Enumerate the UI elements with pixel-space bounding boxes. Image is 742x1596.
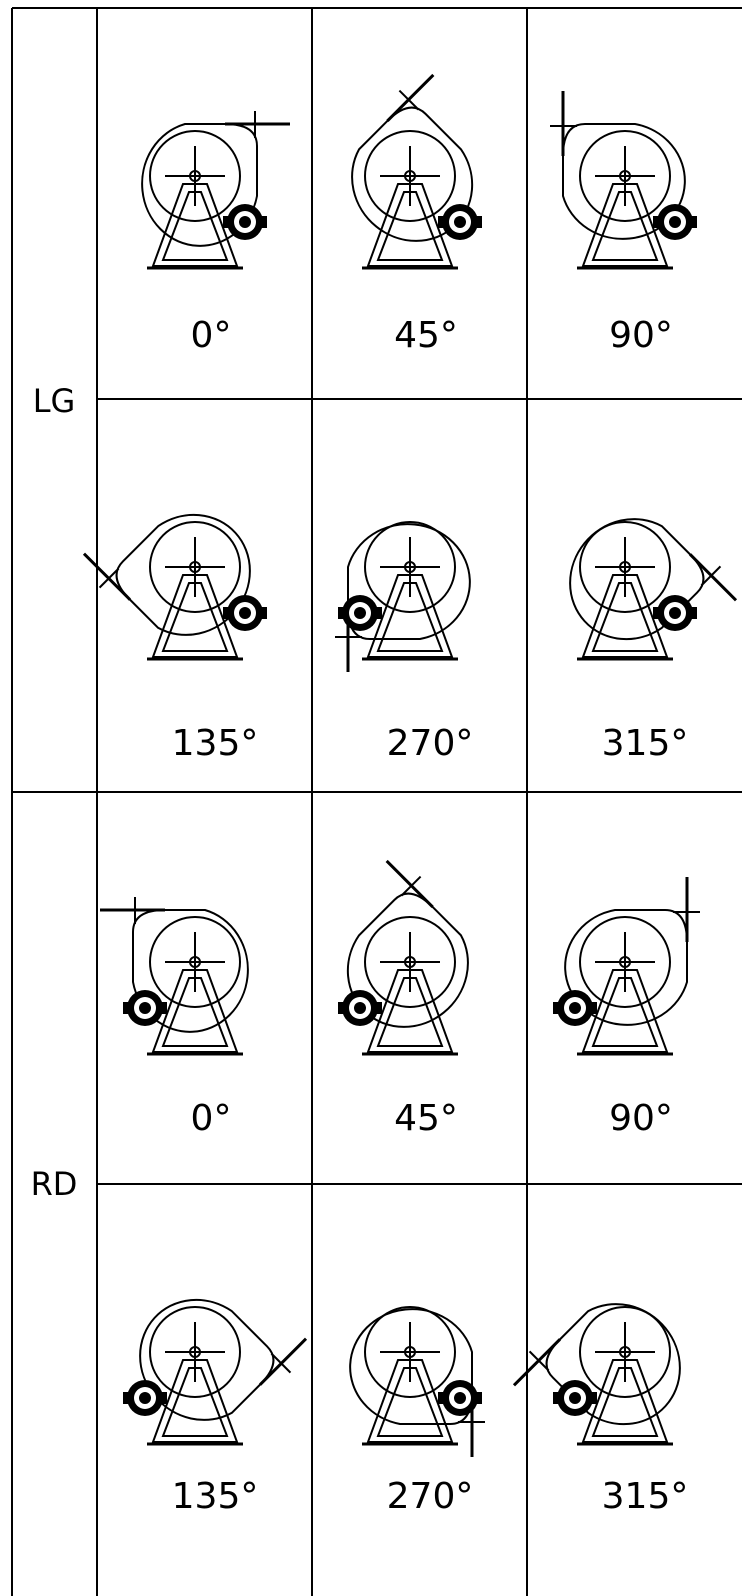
stand-frame [581, 1359, 669, 1443]
angle-label: 45° [394, 1098, 458, 1139]
fan-drawing [351, 73, 482, 270]
fan-drawing [569, 518, 738, 661]
motor-icon [653, 595, 697, 631]
angle-label: 45° [394, 315, 458, 356]
scroll-housing [347, 523, 471, 640]
impeller-circle [364, 521, 456, 613]
impeller-circle [149, 130, 241, 222]
scroll-housing [349, 1308, 473, 1425]
angle-label: 270° [387, 723, 474, 764]
impeller-circle [579, 521, 671, 613]
stand-frame [366, 1359, 454, 1443]
stand-frame [366, 969, 454, 1053]
angle-label: 315° [602, 1476, 689, 1517]
scroll-housing [141, 123, 258, 247]
scroll-housing [115, 513, 251, 636]
stand-frame [581, 969, 669, 1053]
motor-icon [338, 595, 382, 631]
fan-drawing [553, 877, 700, 1056]
group-label-lg: LG [33, 382, 76, 420]
fan-drawing [82, 513, 267, 661]
fan-drawing [123, 1298, 308, 1446]
motor-icon [438, 1380, 482, 1416]
motor-icon [123, 1380, 167, 1416]
scroll-housing [346, 892, 469, 1028]
orientation-cell: 270° [335, 521, 474, 764]
outlet-flange [386, 73, 435, 123]
impeller-circle [149, 1306, 241, 1398]
impeller-circle [579, 130, 671, 222]
scroll-housing [569, 518, 705, 641]
table-grid [11, 7, 742, 1596]
fan-drawing [349, 1306, 485, 1457]
scroll-housing [545, 1303, 681, 1426]
angle-label: 315° [602, 723, 689, 764]
motor-icon [223, 204, 267, 240]
orientation-cell: 315° [569, 518, 738, 764]
outlet-flange [258, 1337, 308, 1386]
fan-drawing [550, 91, 697, 270]
angle-label: 270° [387, 1476, 474, 1517]
motor-icon [223, 595, 267, 631]
motor-icon [653, 204, 697, 240]
impeller-circle [579, 916, 671, 1008]
fan-drawing [335, 521, 471, 672]
orientation-cell: 0° [141, 111, 290, 356]
motor-icon [123, 990, 167, 1026]
stand-frame [366, 183, 454, 267]
angle-label: 135° [172, 723, 259, 764]
orientation-cell: 90° [553, 877, 700, 1139]
outlet-flange [688, 553, 738, 602]
angle-label: 135° [172, 1476, 259, 1517]
stand-frame [581, 183, 669, 267]
orientation-cell: 135° [82, 513, 267, 764]
fan-drawing [512, 1303, 681, 1446]
motor-icon [338, 990, 382, 1026]
fan-drawing [141, 111, 290, 270]
motor-icon [553, 990, 597, 1026]
fan-drawing [100, 897, 249, 1056]
orientation-cell: 90° [550, 91, 697, 356]
orientation-cell: 45° [351, 73, 482, 356]
motor-icon [438, 204, 482, 240]
impeller-circle [149, 916, 241, 1008]
stand-frame [151, 969, 239, 1053]
stand-frame [581, 574, 669, 658]
scroll-housing [139, 1298, 275, 1421]
outlet-flange [385, 859, 434, 909]
orientation-cell: 0° [100, 897, 249, 1139]
orientation-cell: 45° [338, 859, 469, 1139]
fan-drawing [338, 859, 469, 1056]
group-label-rd: RD [31, 1165, 78, 1203]
stand-frame [151, 183, 239, 267]
orientation-cell: 270° [349, 1306, 485, 1517]
angle-label: 0° [191, 1098, 232, 1139]
angle-label: 0° [191, 315, 232, 356]
stand-frame [366, 574, 454, 658]
scroll-housing [351, 106, 474, 242]
motor-icon [553, 1380, 597, 1416]
orientation-cell: 135° [123, 1298, 308, 1517]
impeller-circle [364, 130, 456, 222]
impeller-circle [364, 1306, 456, 1398]
impeller-circle [579, 1306, 671, 1398]
stand-frame [151, 1359, 239, 1443]
outlet-flange [82, 552, 132, 601]
angle-label: 90° [609, 315, 673, 356]
impeller-circle [149, 521, 241, 613]
scroll-housing [132, 909, 249, 1033]
stand-frame [151, 574, 239, 658]
orientation-cell: 315° [512, 1303, 689, 1517]
angle-label: 90° [609, 1098, 673, 1139]
impeller-circle [364, 916, 456, 1008]
outlet-flange [512, 1338, 562, 1387]
